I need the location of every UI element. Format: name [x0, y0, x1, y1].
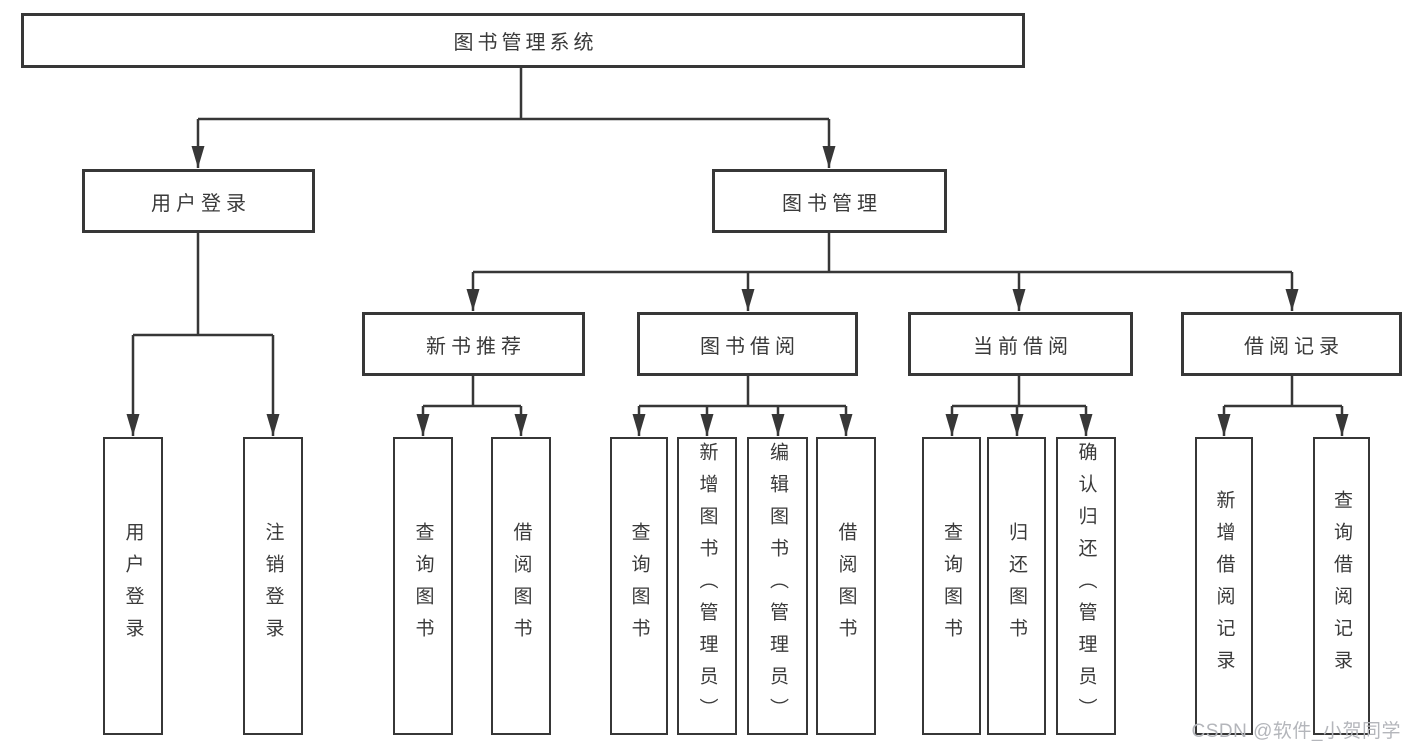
node-label: 当前借阅 [973, 335, 1073, 358]
node-user-login: 用户登录 [82, 169, 315, 233]
leaf-borrow-books-recommendation: 借阅图书 [491, 437, 551, 735]
node-current-borrowing: 当前借阅 [908, 312, 1133, 376]
node-label: 确认归还（管理员） [1075, 442, 1097, 730]
node-label: 归还图书 [1006, 522, 1027, 650]
connector-new-book-trunk [423, 376, 521, 408]
node-label: 查询借阅记录 [1331, 490, 1352, 682]
leaf-confirm-return-admin: 确认归还（管理员） [1056, 437, 1116, 735]
node-label: 编辑图书（管理员） [767, 442, 788, 730]
node-book-management: 图书管理 [712, 169, 947, 233]
connector-book-borrowing-trunk [639, 376, 846, 408]
node-book-borrowing: 图书借阅 [637, 312, 858, 376]
node-label: 图书管理 [782, 192, 882, 215]
node-label: 图书借阅 [700, 335, 800, 358]
node-borrowing-records: 借阅记录 [1181, 312, 1402, 376]
node-label: 借阅图书 [835, 522, 857, 650]
node-label: 新增图书（管理员） [696, 442, 718, 730]
connector-current-borrowing-trunk [952, 376, 1086, 408]
leaf-query-books-current: 查询图书 [922, 437, 981, 735]
leaf-query-books-recommendation: 查询图书 [393, 437, 453, 735]
node-label: 查询图书 [628, 522, 650, 650]
leaf-add-borrow-record: 新增借阅记录 [1195, 437, 1253, 735]
node-label: 用户登录 [151, 192, 251, 215]
leaf-query-borrow-record: 查询借阅记录 [1313, 437, 1370, 735]
leaf-user-login: 用户登录 [103, 437, 163, 735]
leaf-add-book-admin: 新增图书（管理员） [677, 437, 737, 735]
node-label: 借阅图书 [510, 522, 532, 650]
watermark-text: CSDN @软件_小贺同学 [1191, 721, 1401, 742]
leaf-query-books-borrowing: 查询图书 [610, 437, 668, 735]
node-library-management-system: 图书管理系统 [21, 13, 1025, 68]
node-label: 新书推荐 [426, 335, 526, 358]
leaf-logout: 注销登录 [243, 437, 303, 735]
node-label: 查询图书 [412, 522, 434, 650]
connector-user-login-trunk [133, 233, 273, 337]
node-label: 注销登录 [262, 522, 284, 650]
connector-book-management-trunk [473, 233, 1292, 274]
leaf-edit-book-admin: 编辑图书（管理员） [747, 437, 808, 735]
node-new-book-recommendation: 新书推荐 [362, 312, 585, 376]
node-label: 借阅记录 [1244, 335, 1344, 358]
connector-root-trunk [198, 68, 829, 121]
node-label: 查询图书 [941, 522, 962, 650]
leaf-return-books: 归还图书 [987, 437, 1046, 735]
connector-borrowing-records-trunk [1224, 376, 1342, 408]
node-label: 新增借阅记录 [1213, 490, 1235, 682]
node-label: 用户登录 [122, 522, 144, 650]
node-label: 图书管理系统 [453, 32, 598, 54]
leaf-borrow-books-borrowing: 借阅图书 [816, 437, 876, 735]
